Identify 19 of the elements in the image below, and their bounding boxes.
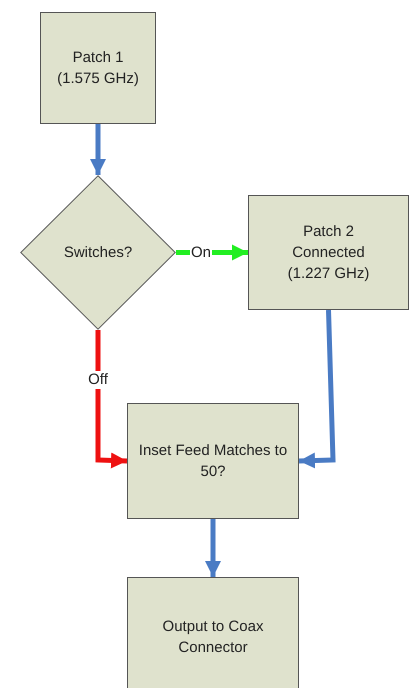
arrow bbox=[96, 330, 128, 468]
arrow bbox=[90, 124, 106, 175]
process-box bbox=[127, 403, 299, 519]
node-text: Patch 1 bbox=[72, 48, 124, 68]
node-text: Patch 2 bbox=[303, 222, 354, 242]
arrow bbox=[298, 310, 336, 469]
edge-label: Off bbox=[87, 371, 109, 389]
node-text: (1.575 GHz) bbox=[57, 69, 139, 89]
node-text: Output to Coax Connector bbox=[162, 617, 264, 658]
arrow bbox=[205, 519, 221, 577]
process-box bbox=[127, 577, 299, 688]
process-box bbox=[248, 195, 409, 310]
process-box bbox=[40, 12, 156, 124]
node-text: Switches? bbox=[64, 243, 132, 263]
arrow bbox=[176, 244, 248, 260]
decision-diamond bbox=[20, 175, 176, 330]
node-text: (1.227 GHz) bbox=[288, 264, 370, 284]
node-text: Inset Feed Matches to 50? bbox=[138, 441, 288, 482]
node-text: Connected bbox=[292, 243, 365, 263]
